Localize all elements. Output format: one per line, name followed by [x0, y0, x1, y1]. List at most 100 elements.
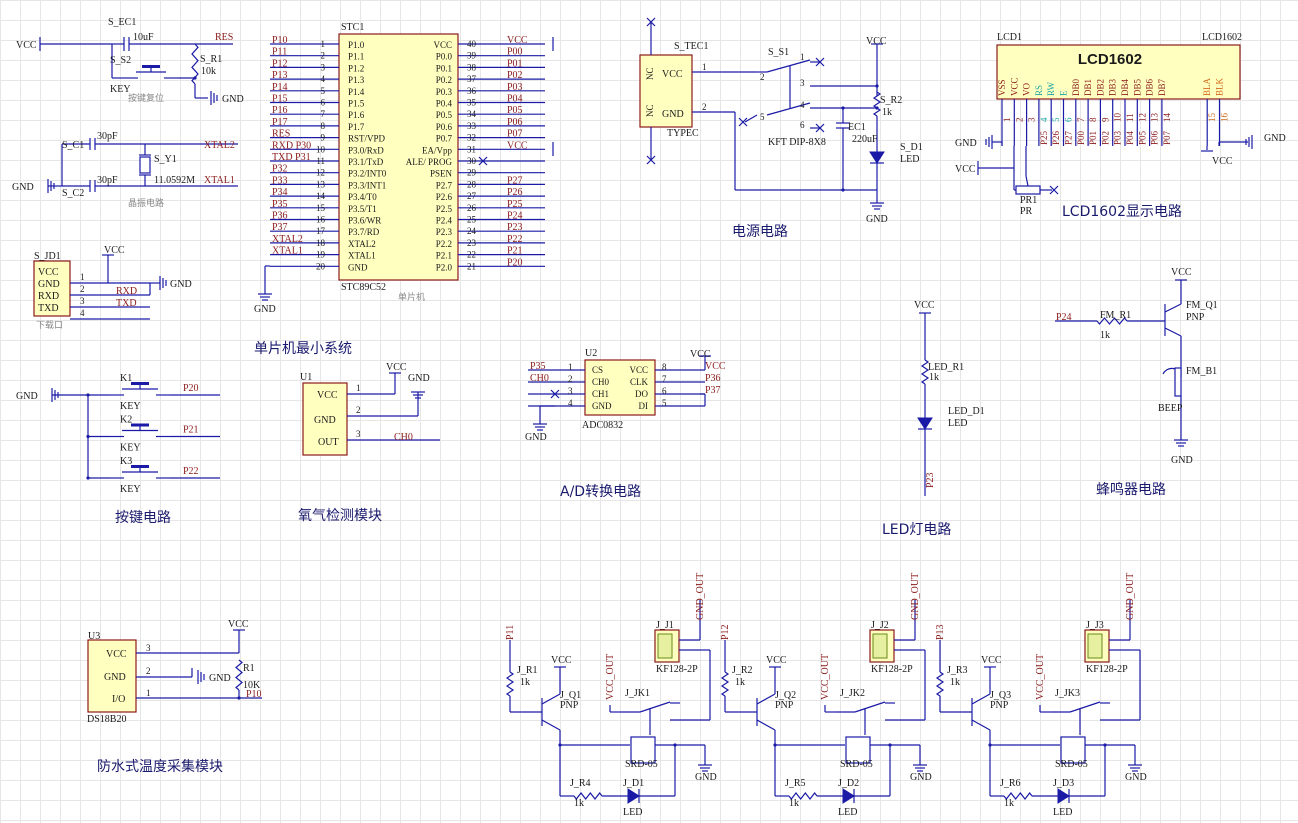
relay-vcc: VCC: [766, 655, 787, 666]
buzzer-vcc: VCC: [1171, 267, 1192, 278]
ec1-ref: EC1: [848, 122, 866, 133]
power-led: [869, 151, 885, 164]
lcd-pin-label: RW: [1046, 81, 1056, 96]
mcu-net-label: P37: [272, 222, 288, 233]
keys-caption: 按键电路: [115, 510, 171, 526]
mcu-pin-label: P2.1: [436, 251, 452, 261]
key-3-symbol: [131, 465, 149, 468]
relay-j-value: KF128-2P: [1086, 664, 1128, 675]
pullup-value: 10K: [243, 680, 261, 691]
crystal-gnd: GND: [12, 182, 34, 193]
lcd-net-label: P00: [1076, 130, 1086, 145]
net-xtal2: XTAL2: [204, 140, 235, 151]
mcu-net-label: P06: [507, 117, 523, 128]
mcu-net-label: P20: [507, 257, 523, 268]
relay-net: P12: [720, 624, 731, 640]
mcu-net-label: P00: [507, 47, 523, 58]
crystal-ref: S_Y1: [154, 154, 177, 165]
mcu-chip: [338, 33, 459, 281]
relay-vcc-out: VCC_OUT: [1035, 654, 1046, 700]
relay-net: P11: [505, 625, 516, 640]
lcd-vcc-2: VCC: [1212, 156, 1233, 167]
relay-terminal-fill: [657, 633, 673, 659]
download-caption: 下载口: [36, 319, 63, 331]
switch-ref: S_S2: [110, 55, 131, 66]
ds18b20-gnd-net: GND: [209, 673, 231, 684]
mcu-pin-number: 29: [467, 168, 477, 178]
buzzer-resistor: [1096, 317, 1128, 325]
mcu-net-label: P35: [272, 199, 288, 210]
mcu-net-label: P11: [272, 47, 287, 58]
mcu-pin-number: 24: [467, 226, 477, 236]
crystal-value: 11.0592M: [154, 175, 195, 186]
o2-gnd: GND: [408, 373, 430, 384]
relay-base-resistor: [720, 671, 730, 697]
sw-num: 5: [760, 112, 765, 122]
ds18b20-gnd: GND: [104, 672, 126, 683]
mcu-pin-label: P2.0: [436, 262, 453, 272]
lcd-pin-number: 13: [1150, 113, 1160, 123]
power-led-ref: S_D1: [900, 142, 923, 153]
mcu-pin-label: P1.4: [348, 87, 365, 97]
mcu-pin-number: 4: [321, 74, 326, 84]
junction-dot: [193, 76, 197, 80]
mcu-net-label: RES: [272, 129, 290, 140]
typec-gnd: GND: [662, 109, 684, 120]
lcd-pin-label: DB3: [1108, 78, 1118, 96]
mcu-net-label: XTAL1: [272, 246, 303, 257]
mcu-pin-label: P1.3: [348, 75, 365, 85]
relay-sw-ref: J_JK3: [1055, 688, 1080, 699]
wire: [1164, 303, 1182, 313]
adc-pin: VCC: [629, 365, 648, 375]
download-pin-gnd: GND: [38, 279, 60, 290]
power-r-value: 1k: [882, 107, 892, 118]
ds18b20-num: 3: [146, 643, 151, 653]
ds18b20-module: [87, 639, 137, 713]
no-connect-mark: [738, 117, 748, 127]
c1-ref: S_C1: [62, 140, 84, 151]
relay-led-resistor: [573, 792, 603, 800]
mcu-pin-label: P1.2: [348, 63, 364, 73]
relay-led-ref: J_D2: [838, 778, 859, 789]
pot-wiper: [1025, 175, 1029, 187]
mcu-pin-number: 7: [321, 109, 326, 119]
mcu-net-label: P21: [507, 246, 523, 257]
lcd-net-label: P01: [1088, 131, 1098, 145]
wire: [541, 719, 561, 731]
no-connect-mark: [815, 123, 825, 133]
mcu-pin-number: 26: [467, 203, 477, 213]
buzzer-r-value: 1k: [1100, 330, 1110, 341]
relay-r-value: 1k: [520, 677, 530, 688]
adc-pin: CLK: [630, 377, 649, 387]
lcd-pin-number: 10: [1113, 113, 1123, 123]
mcu-pin-number: 15: [316, 203, 326, 213]
lcd-caption: LCD1602显示电路: [1062, 204, 1182, 220]
relay-contact: [1069, 701, 1101, 713]
temp-caption: 防水式温度采集模块: [97, 758, 223, 775]
relay-sw-ref: J_JK1: [625, 688, 650, 699]
mcu-net-label: P26: [507, 187, 523, 198]
junction-dot: [86, 476, 90, 480]
sw-num: 6: [800, 120, 805, 130]
relay-q-value: PNP: [990, 700, 1009, 711]
mcu-pin-number: 16: [316, 215, 326, 225]
wire: [541, 693, 561, 705]
junction-dot: [841, 106, 845, 110]
adc-pin-num: 5: [662, 398, 667, 408]
mcu-pin-number: 35: [467, 98, 477, 108]
relay-led-resistor: [1003, 792, 1033, 800]
wire: [971, 693, 991, 705]
mcu-part: STC89C52: [341, 282, 386, 293]
wire: [1164, 327, 1182, 337]
no-connect-mark: [1049, 185, 1059, 195]
relay-gnd-out: GND_OUT: [695, 573, 706, 620]
adc-pin-num: 3: [568, 386, 573, 396]
lcd-module: [996, 44, 1241, 100]
lcd-net-label: P05: [1137, 130, 1147, 145]
ds18b20-io: I/O: [112, 694, 125, 705]
junction-dot: [773, 743, 777, 747]
relay-led-ref: J_D3: [1053, 778, 1074, 789]
adc-pin-num: 8: [662, 362, 667, 372]
lcd-gnd: GND: [955, 138, 977, 149]
ds18b20-part: DS18B20: [87, 714, 126, 725]
